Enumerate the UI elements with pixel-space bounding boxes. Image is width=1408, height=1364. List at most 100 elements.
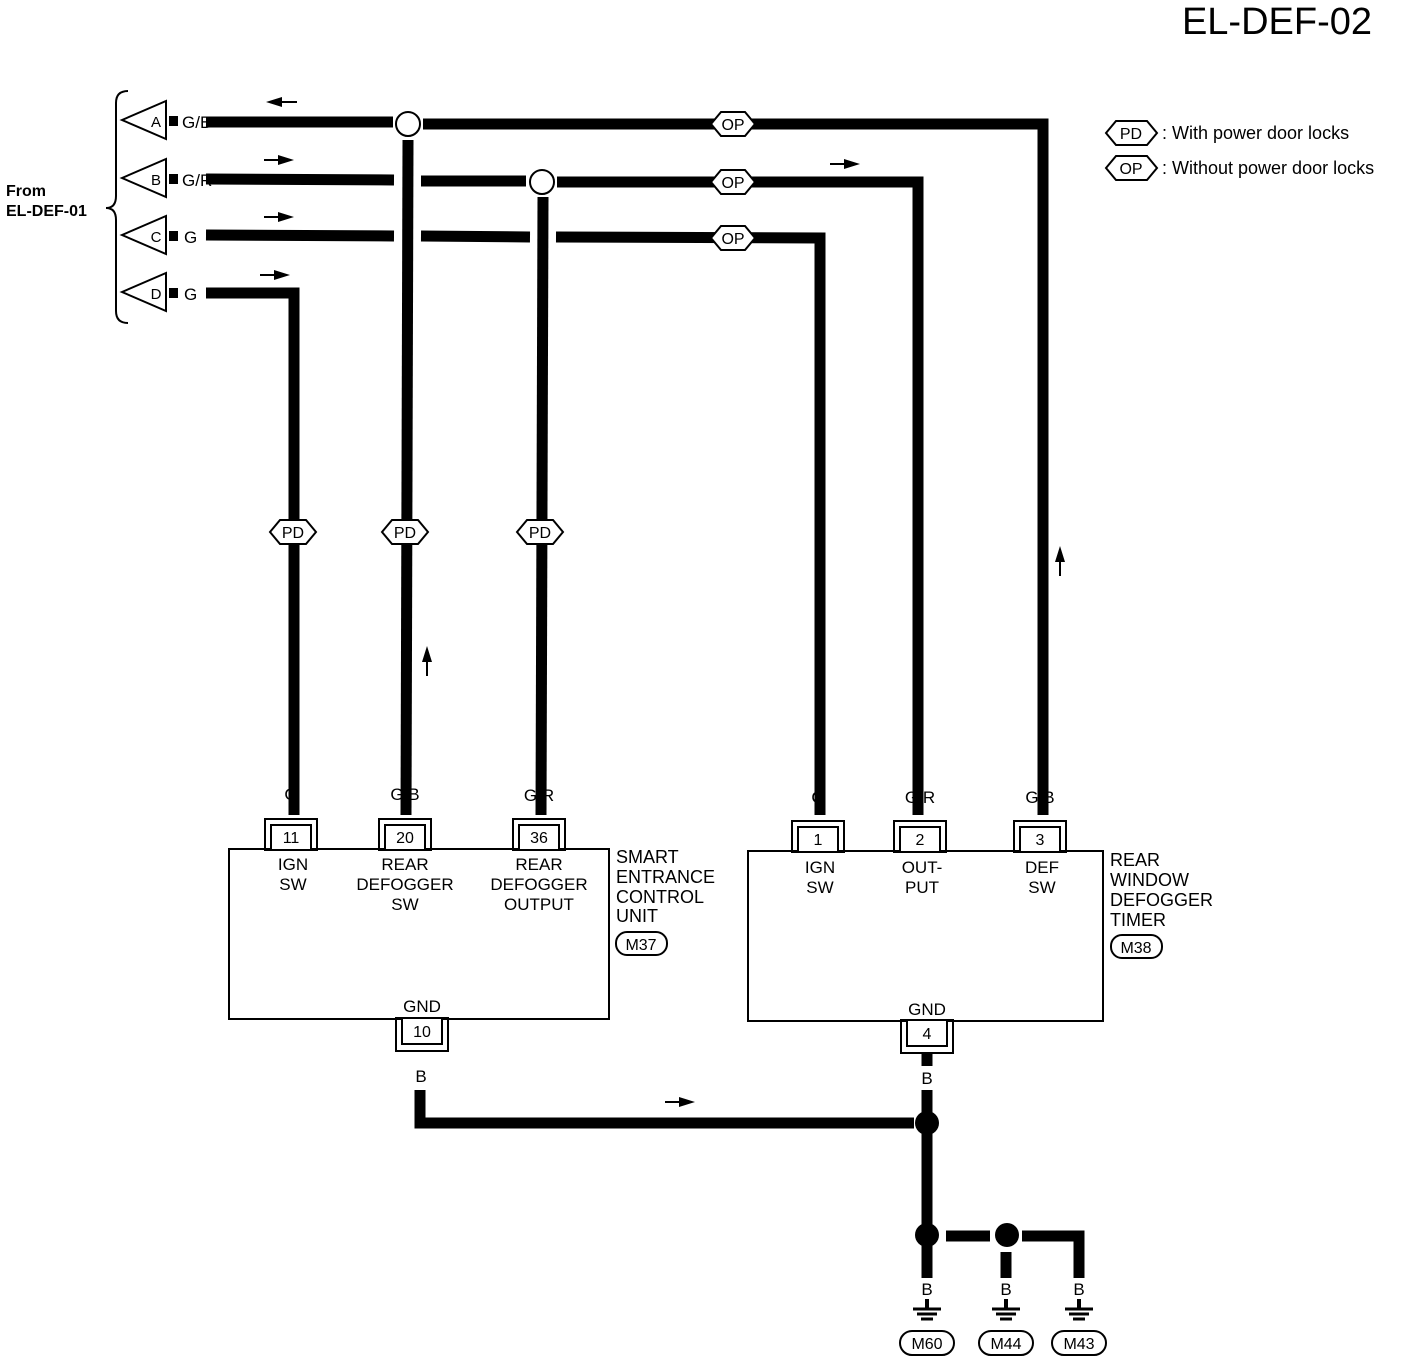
legend-text: : With power door locks — [1162, 123, 1349, 143]
pin-number: 4 — [923, 1026, 932, 1043]
unit-name: CONTROL — [616, 887, 704, 907]
direction-arrow-icon — [665, 1097, 695, 1107]
pd-tag: PD — [268, 519, 318, 545]
svg-text:OP: OP — [721, 175, 744, 192]
pin-label: OUT- — [902, 858, 943, 877]
pin-label: IGN — [805, 858, 835, 877]
op-tag: OP — [709, 111, 757, 137]
from-source-label: EL-DEF-01 — [6, 203, 87, 220]
svg-text:OP: OP — [721, 231, 744, 248]
wire-b-op — [557, 176, 924, 815]
unit-name: UNIT — [616, 906, 658, 926]
legend-text: : Without power door locks — [1162, 158, 1374, 178]
pin-wire-color: G/B — [1025, 788, 1054, 807]
direction-arrow-icon — [260, 270, 290, 280]
input-connector-b: B G/R — [119, 157, 212, 199]
input-letter: B — [151, 172, 161, 189]
wire-gnd-unit1 — [414, 1090, 914, 1129]
wire-c-op — [555, 231, 826, 815]
svg-text:PD: PD — [529, 525, 551, 542]
gnd-label: GND — [403, 997, 441, 1016]
connector-badge — [615, 931, 668, 956]
wire-b-segment-1 — [205, 173, 395, 186]
pin-label: IGN — [278, 855, 308, 874]
pin-label: SW — [1028, 878, 1055, 897]
wire-gnd-branch-2 — [1022, 1230, 1085, 1278]
input-connector-c: C G — [119, 214, 197, 256]
unit-name: TIMER — [1110, 910, 1166, 930]
pin-label: SW — [391, 895, 418, 914]
pin-label: DEFOGGER — [356, 875, 453, 894]
pd-tag: PD — [380, 519, 430, 545]
pin-label: DEFOGGER — [490, 875, 587, 894]
pin-number: 2 — [916, 832, 925, 849]
unit-body — [228, 848, 610, 1020]
input-connector-d: D G — [119, 271, 197, 313]
connector-id: M38 — [1120, 940, 1151, 957]
svg-text:PD: PD — [282, 525, 304, 542]
ground-m60: B M60 — [899, 1280, 955, 1356]
gnd-label: GND — [908, 1000, 946, 1019]
ground-wire-color: B — [1000, 1280, 1011, 1299]
ground-splice — [995, 1223, 1019, 1247]
input-letter: C — [151, 229, 162, 246]
splice-b — [529, 169, 555, 195]
pin-label: SW — [806, 878, 833, 897]
pin-label: SW — [279, 875, 306, 894]
pin-wire-color: G/R — [524, 786, 554, 805]
svg-text:OP: OP — [721, 117, 744, 134]
pd-tag: PD — [515, 519, 565, 545]
unit-name: REAR — [1110, 850, 1160, 870]
connector-badge — [899, 1330, 955, 1356]
unit-name: DEFOGGER — [1110, 890, 1213, 910]
direction-arrow-icon — [264, 212, 294, 222]
rear-window-defogger-timer: G 1 IGN SW G/R 2 OUT- PUT G/B 3 DEF SW G… — [747, 788, 1213, 1054]
pin-number: 10 — [413, 1024, 431, 1041]
wire-c-segment-2 — [420, 230, 531, 243]
unit-name: SMART — [616, 847, 679, 867]
pin-wire-color: G — [284, 785, 297, 804]
smart-entrance-control-unit: G 11 IGN SW G/B 20 REAR DEFOGGER SW G/R … — [228, 785, 715, 1052]
direction-arrow-icon — [422, 646, 432, 676]
ground-splice — [915, 1223, 939, 1247]
splice-a — [395, 111, 421, 137]
ground-splice — [915, 1111, 939, 1135]
input-arrow-icon — [119, 271, 167, 313]
connector-badge — [1051, 1330, 1107, 1356]
input-arrow-icon — [119, 157, 167, 199]
ground-wire-color: B — [921, 1280, 932, 1299]
unit-name: WINDOW — [1110, 870, 1189, 890]
pin-wire-color: G — [811, 788, 824, 807]
legend-code: OP — [1119, 161, 1142, 178]
pin-label: REAR — [515, 855, 562, 874]
wire-c-segment-1 — [205, 229, 395, 242]
pin-wire-color: G/B — [390, 785, 419, 804]
wire-a-op — [423, 118, 1049, 815]
input-wire-color: G/R — [182, 171, 212, 190]
input-letter: A — [151, 114, 161, 131]
legend-pd: PD : With power door locks — [1104, 120, 1349, 146]
connector-id: M37 — [625, 937, 656, 954]
pin-label: PUT — [905, 878, 939, 897]
ground-id: M60 — [911, 1336, 942, 1353]
legend-op: OP : Without power door locks — [1104, 155, 1374, 181]
pin-number: 36 — [530, 830, 548, 847]
pin-wire-color: G/R — [905, 788, 935, 807]
pin-label: REAR — [381, 855, 428, 874]
ground-id: M44 — [990, 1336, 1021, 1353]
input-letter: D — [151, 286, 162, 303]
connector-badge — [1110, 934, 1163, 959]
legend-code: PD — [1120, 126, 1142, 143]
op-tag: OP — [709, 225, 757, 251]
ground-id: M43 — [1063, 1336, 1094, 1353]
input-arrow-icon — [119, 214, 167, 256]
ground-m43: B M43 — [1051, 1280, 1107, 1356]
input-bracket — [105, 90, 129, 324]
input-arrow-icon — [119, 99, 167, 141]
input-wire-color: G — [184, 228, 197, 247]
direction-arrow-icon — [266, 97, 297, 107]
unit-body — [747, 850, 1104, 1022]
connector-badge — [978, 1330, 1034, 1356]
op-tag: OP — [709, 169, 757, 195]
